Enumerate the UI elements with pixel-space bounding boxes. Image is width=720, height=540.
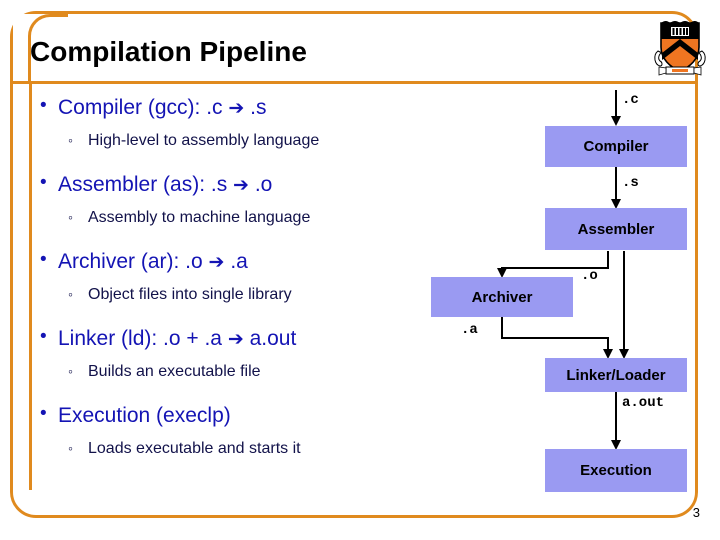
- node-assembler: Assembler: [545, 208, 687, 250]
- arrow-icon: ➔: [208, 251, 225, 273]
- edge-label-c: .c: [622, 92, 639, 108]
- bullet-assembler-main: Assembler (as): .s: [58, 173, 228, 196]
- edge-label-aout: a.out: [622, 395, 665, 411]
- node-compiler-label: Compiler: [583, 138, 649, 155]
- body-left-rule: [29, 84, 32, 490]
- slide-frame-notch-arc: [28, 14, 68, 84]
- bullet-assembler-tail: .o: [254, 173, 273, 196]
- subbullet-execution: Loads executable and starts it: [36, 440, 436, 458]
- bullet-assembler: Assembler (as): .s ➔ .o: [36, 172, 436, 197]
- bullet-archiver-main: Archiver (ar): .o: [58, 250, 203, 273]
- node-archiver: Archiver: [431, 277, 573, 317]
- bullet-execution-main: Execution (execlp): [58, 404, 231, 427]
- page-number: 3: [692, 505, 700, 520]
- bullet-archiver-tail: .a: [230, 250, 248, 273]
- bullet-compiler-tail: .s: [250, 96, 267, 119]
- edge-label-a: .a: [461, 322, 478, 338]
- princeton-shield-logo: [651, 17, 709, 79]
- node-assembler-label: Assembler: [577, 220, 655, 238]
- bullet-execution: Execution (execlp): [36, 403, 436, 428]
- bullet-archiver: Archiver (ar): .o ➔ .a: [36, 249, 436, 274]
- bullet-linker: Linker (ld): .o + .a ➔ a.out: [36, 326, 436, 351]
- bullet-compiler: Compiler (gcc): .c ➔ .s: [36, 95, 436, 120]
- node-linker-loader: Linker/Loader: [545, 358, 687, 392]
- arrow-icon: ➔: [233, 174, 249, 196]
- bullet-linker-tail: a.out: [249, 327, 297, 350]
- bullet-list: Compiler (gcc): .c ➔ .s High-level to as…: [36, 95, 436, 458]
- title-divider-rule: [13, 81, 698, 84]
- arrow-icon: ➔: [227, 328, 244, 350]
- subbullet-linker: Builds an executable file: [36, 363, 436, 381]
- node-compiler: Compiler: [545, 126, 687, 167]
- subbullet-archiver: Object files into single library: [36, 286, 436, 304]
- bullet-compiler-main: Compiler (gcc): .c: [58, 96, 223, 119]
- edge-label-o: .o: [581, 268, 598, 284]
- page-title: Compilation Pipeline: [30, 36, 307, 67]
- node-linker-loader-label: Linker/Loader: [566, 366, 666, 384]
- edge-label-s: .s: [622, 175, 639, 191]
- subbullet-compiler: High-level to assembly language: [36, 132, 436, 150]
- node-archiver-label: Archiver: [471, 288, 533, 306]
- bullet-linker-main: Linker (ld): .o + .a: [58, 327, 222, 350]
- subbullet-assembler: Assembly to machine language: [36, 209, 436, 227]
- arrow-icon: ➔: [228, 97, 245, 119]
- node-execution-label: Execution: [580, 462, 652, 479]
- node-execution: Execution: [545, 449, 687, 492]
